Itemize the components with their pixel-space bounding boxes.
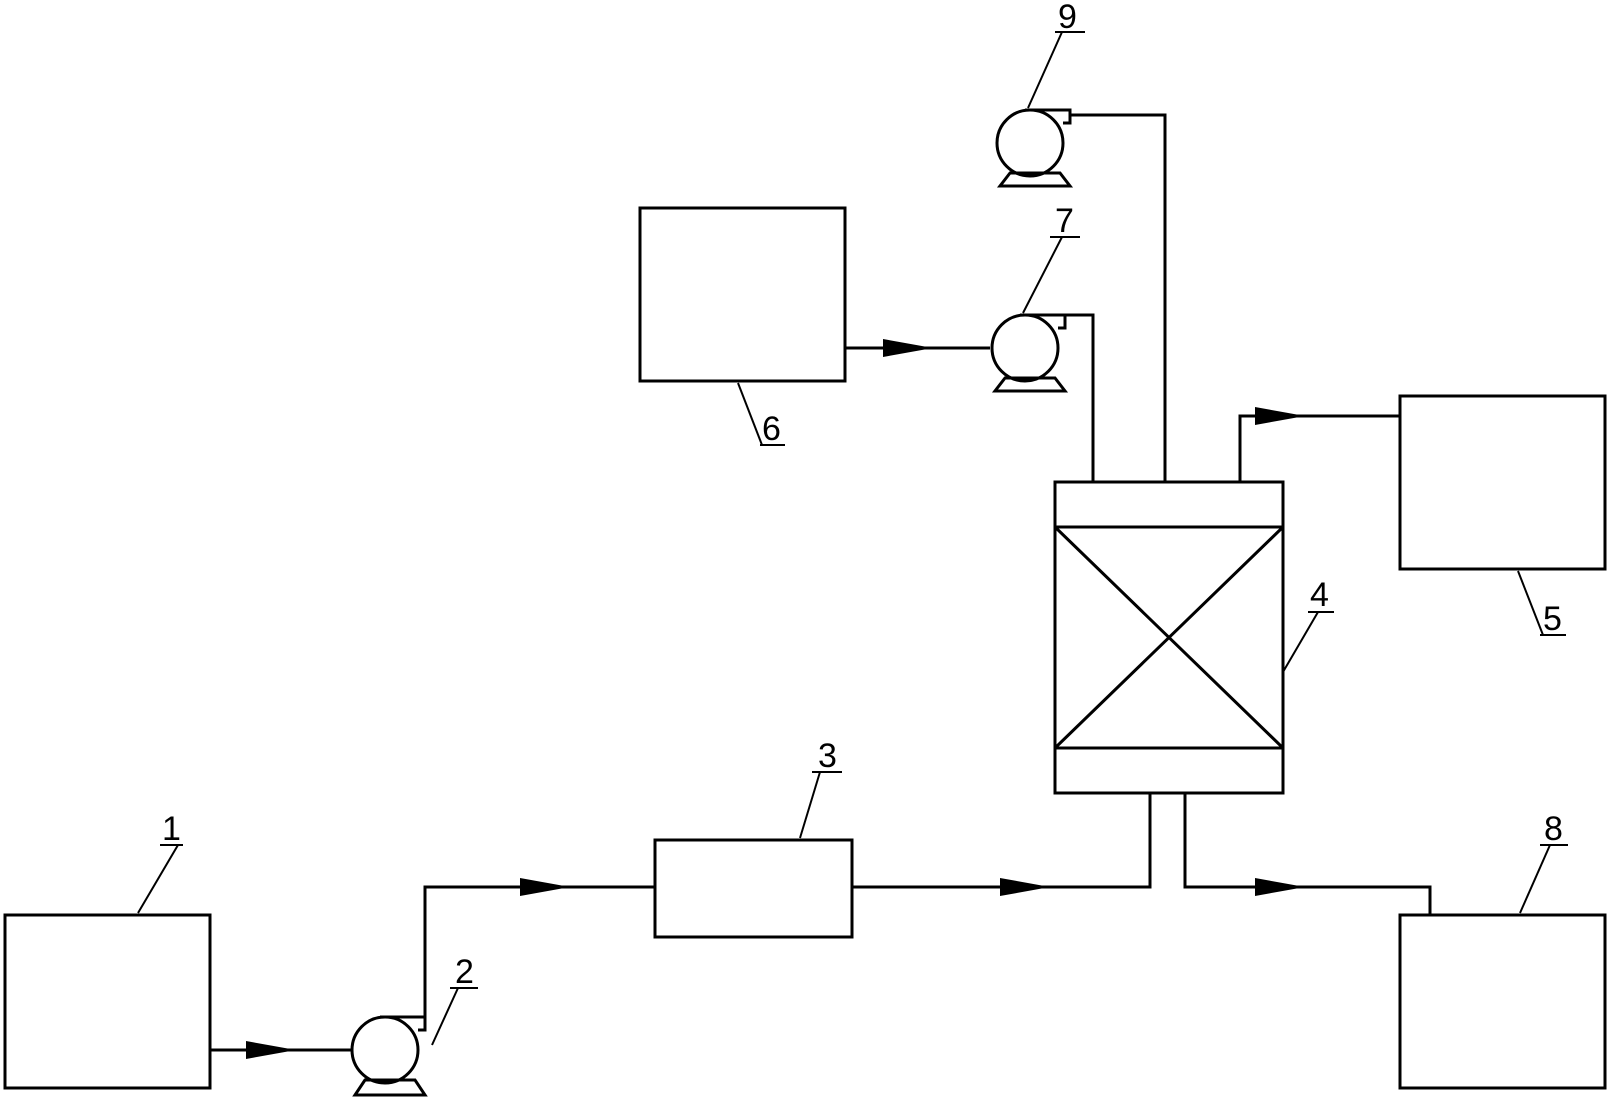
pump-icon[interactable] <box>990 313 1069 393</box>
reactor-4[interactable] <box>1053 480 1285 795</box>
flow-arrow-icon <box>246 1041 296 1059</box>
pipe-2-3 <box>423 885 655 1017</box>
flow-arrow-icon <box>1255 878 1305 896</box>
leader-9 <box>1027 31 1063 109</box>
pipe-4-8 <box>1183 793 1432 915</box>
flow-arrow-icon <box>520 878 570 896</box>
pipe-4-5 <box>1238 414 1400 482</box>
leader-7 <box>1022 236 1063 314</box>
leader-1 <box>137 844 179 914</box>
unit-3[interactable] <box>653 838 854 939</box>
tank-5[interactable] <box>1398 394 1607 571</box>
tank-8[interactable] <box>1398 913 1607 1090</box>
pipe-3-4 <box>852 793 1152 889</box>
pump-icon[interactable] <box>995 108 1074 188</box>
label-7: 7 <box>1055 202 1074 240</box>
tank-1[interactable] <box>3 913 212 1090</box>
label-3: 3 <box>818 737 837 775</box>
label-9: 9 <box>1058 0 1077 36</box>
leader-2 <box>431 987 459 1046</box>
pipe-9-4 <box>1070 113 1167 482</box>
pipe-7-4 <box>1065 313 1095 482</box>
label-2: 2 <box>455 953 474 991</box>
label-5: 5 <box>1543 600 1562 638</box>
flow-arrow-icon <box>1255 407 1305 425</box>
label-4: 4 <box>1310 576 1329 614</box>
leader-8 <box>1519 844 1551 914</box>
pump-icon[interactable] <box>350 1015 428 1097</box>
label-8: 8 <box>1544 810 1563 848</box>
leader-5 <box>1517 570 1544 636</box>
flow-arrow-icon <box>883 339 933 357</box>
label-1: 1 <box>162 810 181 848</box>
leader-6 <box>737 382 763 446</box>
tank-6[interactable] <box>638 206 847 383</box>
label-6: 6 <box>762 410 781 448</box>
leader-4 <box>1282 611 1319 673</box>
flow-arrow-icon <box>1000 878 1050 896</box>
leader-3 <box>799 771 821 839</box>
